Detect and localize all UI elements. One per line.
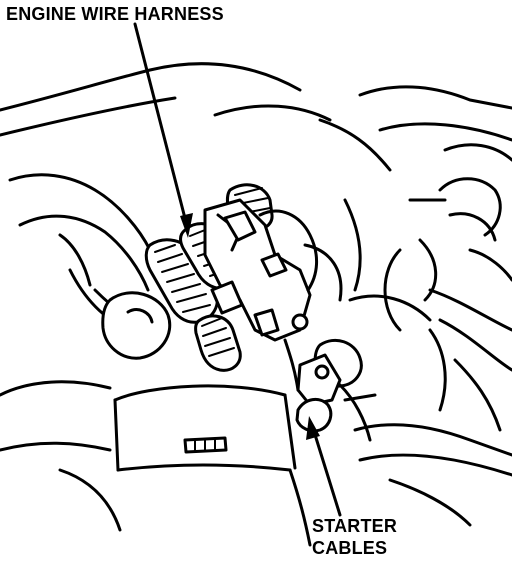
starter-motor-body	[0, 380, 312, 547]
harness-leader	[133, 22, 193, 238]
starter-cables-label: STARTER CABLES	[312, 515, 397, 559]
harness-connector	[203, 198, 343, 342]
starter-label-line2: CABLES	[312, 538, 388, 558]
starter-terminals	[283, 338, 377, 442]
engine-wire-harness-label: ENGINE WIRE HARNESS	[6, 4, 224, 24]
left-hose	[8, 173, 172, 360]
starter-label-line1: STARTER	[312, 516, 398, 536]
upper-body-outline	[0, 62, 512, 172]
lower-right-body	[343, 198, 512, 527]
starter-cables-leader	[306, 416, 342, 517]
right-pipes	[383, 177, 512, 432]
